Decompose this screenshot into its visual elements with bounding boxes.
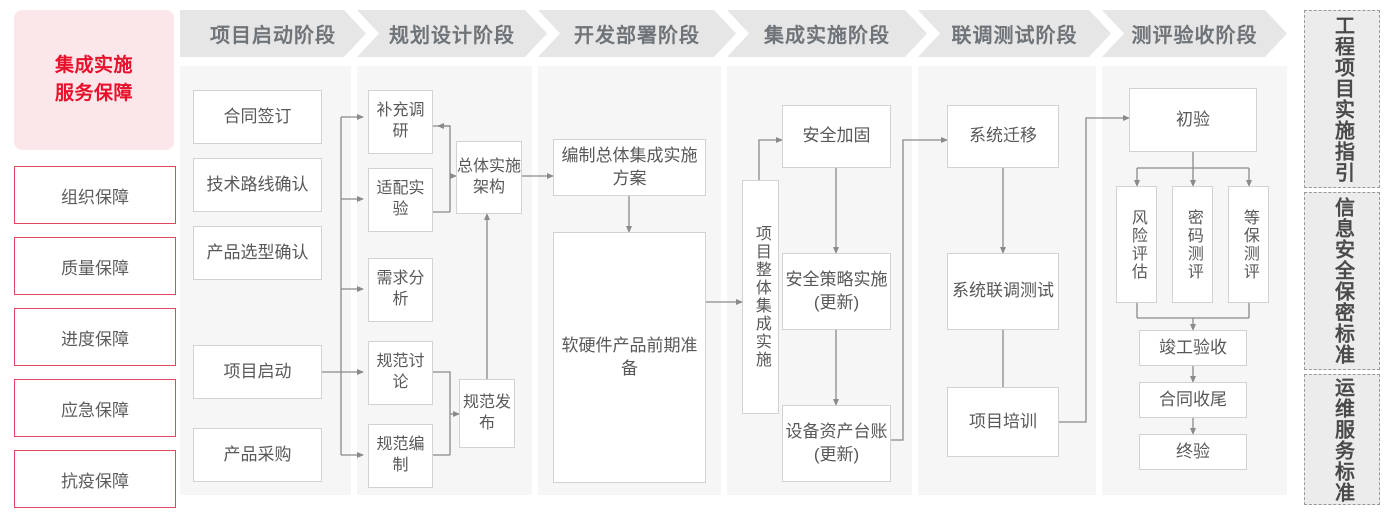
node-s2-2[interactable]: 需求分析 bbox=[368, 258, 433, 322]
node-s6-0[interactable]: 初验 bbox=[1129, 88, 1257, 152]
guarantee-item-3[interactable]: 应急保障 bbox=[14, 379, 176, 437]
node-s6-4[interactable]: 竣工验收 bbox=[1139, 330, 1247, 366]
guarantee-label: 质量保障 bbox=[61, 258, 129, 278]
stage-header-label: 联调测试阶段 bbox=[951, 25, 1078, 47]
stage-header-5[interactable]: 联调测试阶段 bbox=[918, 10, 1111, 57]
node-s2-5[interactable]: 总体实施架构 bbox=[456, 141, 522, 214]
node-s2-6[interactable]: 规范发布 bbox=[459, 379, 515, 448]
sidebar-panel-label: 信息安全保密标准 bbox=[1331, 197, 1354, 365]
node-label: 补充调研 bbox=[376, 102, 425, 140]
node-s6-1[interactable]: 风险评估 bbox=[1116, 186, 1157, 303]
node-s4-0[interactable]: 项目整体集成实施 bbox=[742, 180, 779, 414]
guarantee-label: 应急保障 bbox=[61, 400, 129, 420]
guarantee-item-0[interactable]: 组织保障 bbox=[14, 166, 176, 224]
sidebar-panel-1[interactable]: 信息安全保密标准 bbox=[1304, 192, 1380, 370]
sidebar-panel-2[interactable]: 运维服务标准 bbox=[1304, 374, 1380, 505]
stage-header-label: 集成实施阶段 bbox=[764, 25, 890, 47]
node-label: 安全策略实施(更新) bbox=[785, 270, 888, 312]
node-label: 合同收尾 bbox=[1159, 389, 1227, 409]
node-label: 合同签订 bbox=[223, 106, 292, 126]
node-s2-4[interactable]: 规范编制 bbox=[368, 424, 433, 488]
node-label: 软硬件产品前期准备 bbox=[561, 336, 698, 378]
node-s1-4[interactable]: 产品采购 bbox=[193, 428, 322, 482]
node-label: 系统迁移 bbox=[969, 126, 1037, 146]
node-label: 风险评估 bbox=[1128, 208, 1146, 281]
stage-header-6[interactable]: 测评验收阶段 bbox=[1102, 10, 1287, 57]
node-s1-2[interactable]: 产品选型确认 bbox=[193, 226, 322, 280]
guarantee-item-4[interactable]: 抗疫保障 bbox=[14, 450, 176, 508]
sidebar-panel-label: 工程项目实施指引 bbox=[1331, 15, 1354, 183]
node-s1-1[interactable]: 技术路线确认 bbox=[193, 158, 322, 212]
node-s5-0[interactable]: 系统迁移 bbox=[947, 105, 1059, 168]
node-s6-3[interactable]: 等保测评 bbox=[1228, 186, 1269, 303]
node-s1-0[interactable]: 合同签订 bbox=[193, 90, 322, 144]
node-s5-1[interactable]: 系统联调测试 bbox=[947, 253, 1059, 330]
node-s4-2[interactable]: 安全策略实施(更新) bbox=[782, 253, 891, 330]
node-s6-6[interactable]: 终验 bbox=[1139, 434, 1247, 470]
node-label: 总体实施架构 bbox=[457, 157, 522, 196]
node-label: 产品选型确认 bbox=[206, 242, 309, 262]
guarantee-label: 进度保障 bbox=[61, 329, 129, 349]
node-s2-3[interactable]: 规范讨论 bbox=[368, 341, 433, 405]
guarantee-label: 组织保障 bbox=[61, 187, 129, 207]
stage-header-label: 测评验收阶段 bbox=[1131, 25, 1258, 47]
node-label: 编制总体集成实施方案 bbox=[561, 146, 698, 188]
node-s6-2[interactable]: 密码测评 bbox=[1172, 186, 1213, 303]
sidebar-panel-label: 运维服务标准 bbox=[1331, 376, 1354, 503]
guarantee-label: 抗疫保障 bbox=[61, 471, 129, 491]
stage-header-1[interactable]: 项目启动阶段 bbox=[180, 10, 366, 57]
node-s4-3[interactable]: 设备资产台账(更新) bbox=[782, 405, 891, 482]
node-s3-1[interactable]: 软硬件产品前期准备 bbox=[553, 232, 706, 483]
node-label: 初验 bbox=[1176, 109, 1210, 129]
stage-header-label: 项目启动阶段 bbox=[210, 25, 336, 47]
stage-header-4[interactable]: 集成实施阶段 bbox=[727, 10, 927, 57]
node-s3-0[interactable]: 编制总体集成实施方案 bbox=[553, 139, 706, 196]
node-label: 设备资产台账(更新) bbox=[785, 422, 888, 464]
node-label: 项目启动 bbox=[223, 361, 292, 381]
node-s5-2[interactable]: 项目培训 bbox=[947, 387, 1059, 457]
node-label: 产品采购 bbox=[223, 444, 292, 464]
node-label: 规范编制 bbox=[376, 436, 425, 474]
guarantee-item-1[interactable]: 质量保障 bbox=[14, 237, 176, 295]
node-s1-3[interactable]: 项目启动 bbox=[193, 345, 322, 399]
hero-title-card: 集成实施服务保障 bbox=[14, 10, 174, 150]
node-s2-0[interactable]: 补充调研 bbox=[368, 90, 433, 154]
node-label: 需求分析 bbox=[376, 270, 425, 308]
node-label: 密码测评 bbox=[1184, 208, 1202, 281]
node-label: 等保测评 bbox=[1240, 208, 1258, 281]
sidebar-panel-0[interactable]: 工程项目实施指引 bbox=[1304, 10, 1380, 188]
stage-header-label: 开发部署阶段 bbox=[574, 25, 700, 47]
node-label: 项目整体集成实施 bbox=[752, 225, 770, 369]
node-label: 项目培训 bbox=[969, 411, 1037, 431]
node-s4-1[interactable]: 安全加固 bbox=[782, 105, 891, 168]
node-s6-5[interactable]: 合同收尾 bbox=[1139, 382, 1247, 418]
node-label: 竣工验收 bbox=[1159, 337, 1227, 357]
node-label: 技术路线确认 bbox=[206, 174, 309, 194]
node-label: 适配实验 bbox=[376, 180, 425, 218]
guarantee-item-2[interactable]: 进度保障 bbox=[14, 308, 176, 366]
stage-header-label: 规划设计阶段 bbox=[389, 25, 515, 47]
node-label: 系统联调测试 bbox=[952, 281, 1054, 301]
node-label: 安全加固 bbox=[802, 126, 871, 146]
stage-header-3[interactable]: 开发部署阶段 bbox=[538, 10, 736, 57]
node-label: 规范发布 bbox=[462, 393, 511, 432]
node-label: 终验 bbox=[1176, 441, 1210, 461]
stage-header-2[interactable]: 规划设计阶段 bbox=[357, 10, 547, 57]
node-s2-1[interactable]: 适配实验 bbox=[368, 168, 433, 232]
guarantee-sidebar: 集成实施服务保障 组织保障 质量保障 进度保障 应急保障 抗疫保障 bbox=[14, 10, 176, 508]
node-label: 规范讨论 bbox=[376, 353, 425, 391]
hero-title-text: 集成实施服务保障 bbox=[54, 55, 133, 104]
